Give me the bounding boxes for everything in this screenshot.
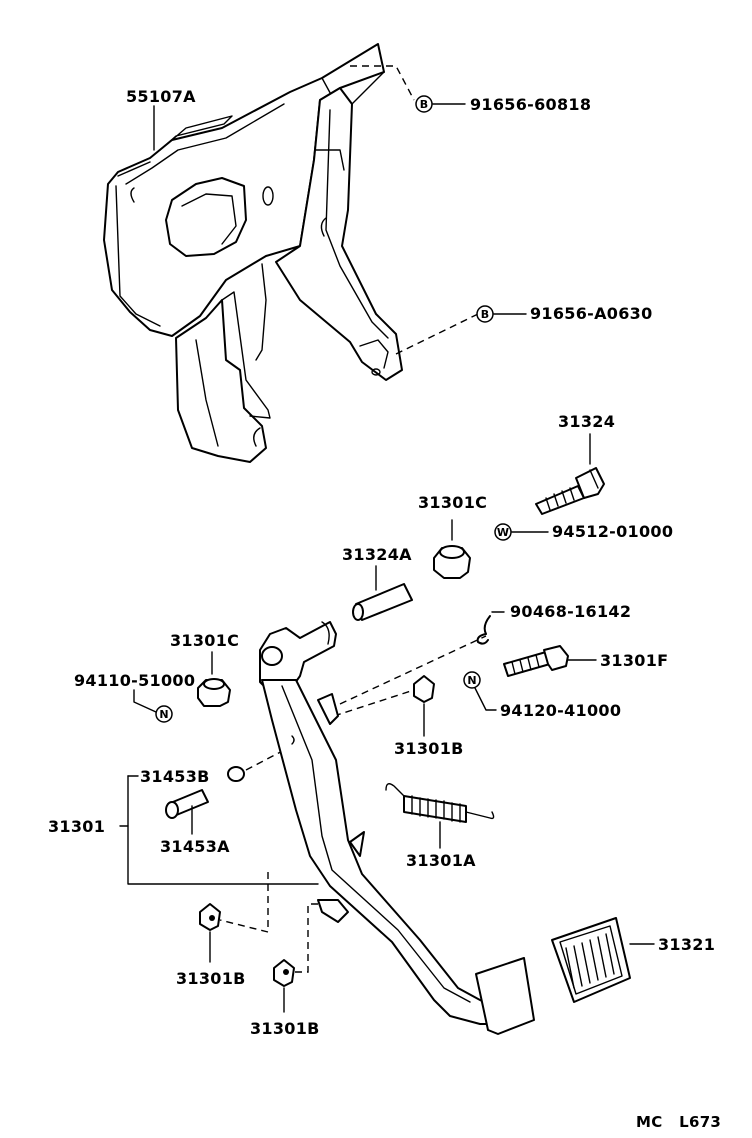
spring-drawing — [385, 783, 495, 849]
svg-text:W: W — [497, 526, 509, 539]
pin-a-drawing — [165, 789, 209, 835]
footer-code: MC L673 — [636, 1113, 721, 1131]
stop-bolt-drawing — [503, 645, 597, 677]
cushion-bottom-1-drawing — [199, 903, 221, 963]
bushing-left-drawing — [197, 651, 231, 707]
label-cushion-bottom-1: 31301B — [176, 969, 246, 988]
label-pivot-bolt: 31324 — [558, 412, 615, 431]
pivot-bolt-drawing — [535, 433, 605, 515]
collar-drawing — [352, 565, 413, 621]
label-cushion-bottom-2: 31301B — [250, 1019, 320, 1038]
pin-b-drawing — [227, 745, 293, 782]
pedal-pad-drawing — [551, 917, 655, 1003]
bushing-right-drawing — [433, 519, 471, 579]
badge-b-lower: B — [476, 305, 494, 323]
label-spring: 31301A — [406, 851, 476, 870]
label-pin-b: 31453B — [140, 767, 210, 786]
label-nut-left: 94110-51000 — [74, 671, 195, 690]
pedal-bracket-drawing — [103, 43, 403, 463]
svg-text:B: B — [420, 98, 428, 111]
svg-text:B: B — [481, 308, 489, 321]
label-pad: 31321 — [658, 935, 715, 954]
label-bushing-left: 31301C — [170, 631, 239, 650]
svg-text:N: N — [159, 708, 168, 721]
label-stop-bolt: 31301F — [600, 651, 668, 670]
label-bolt-upper: 91656-60818 — [470, 95, 591, 114]
label-nut-right: 94120-41000 — [500, 701, 621, 720]
label-cushion-mid: 31301B — [394, 739, 464, 758]
label-collar: 31324A — [342, 545, 412, 564]
svg-text:N: N — [467, 674, 476, 687]
label-bracket: 55107A — [126, 87, 196, 106]
label-bolt-lower: 91656-A0630 — [530, 304, 653, 323]
badge-b-upper: B — [415, 95, 433, 113]
cushion-bottom-2-drawing — [273, 959, 295, 1013]
label-pedal-assy: 31301 — [48, 817, 105, 836]
label-washer: 94512-01000 — [552, 522, 673, 541]
badge-n-left: N — [155, 705, 173, 723]
label-clip: 90468-16142 — [510, 602, 631, 621]
badge-n-right: N — [463, 671, 481, 689]
pedal-arm-drawing — [259, 621, 535, 1035]
label-pin-a: 31453A — [160, 837, 230, 856]
badge-w: W — [494, 523, 512, 541]
label-bushing-right: 31301C — [418, 493, 487, 512]
cushion-mid-drawing — [413, 675, 435, 737]
